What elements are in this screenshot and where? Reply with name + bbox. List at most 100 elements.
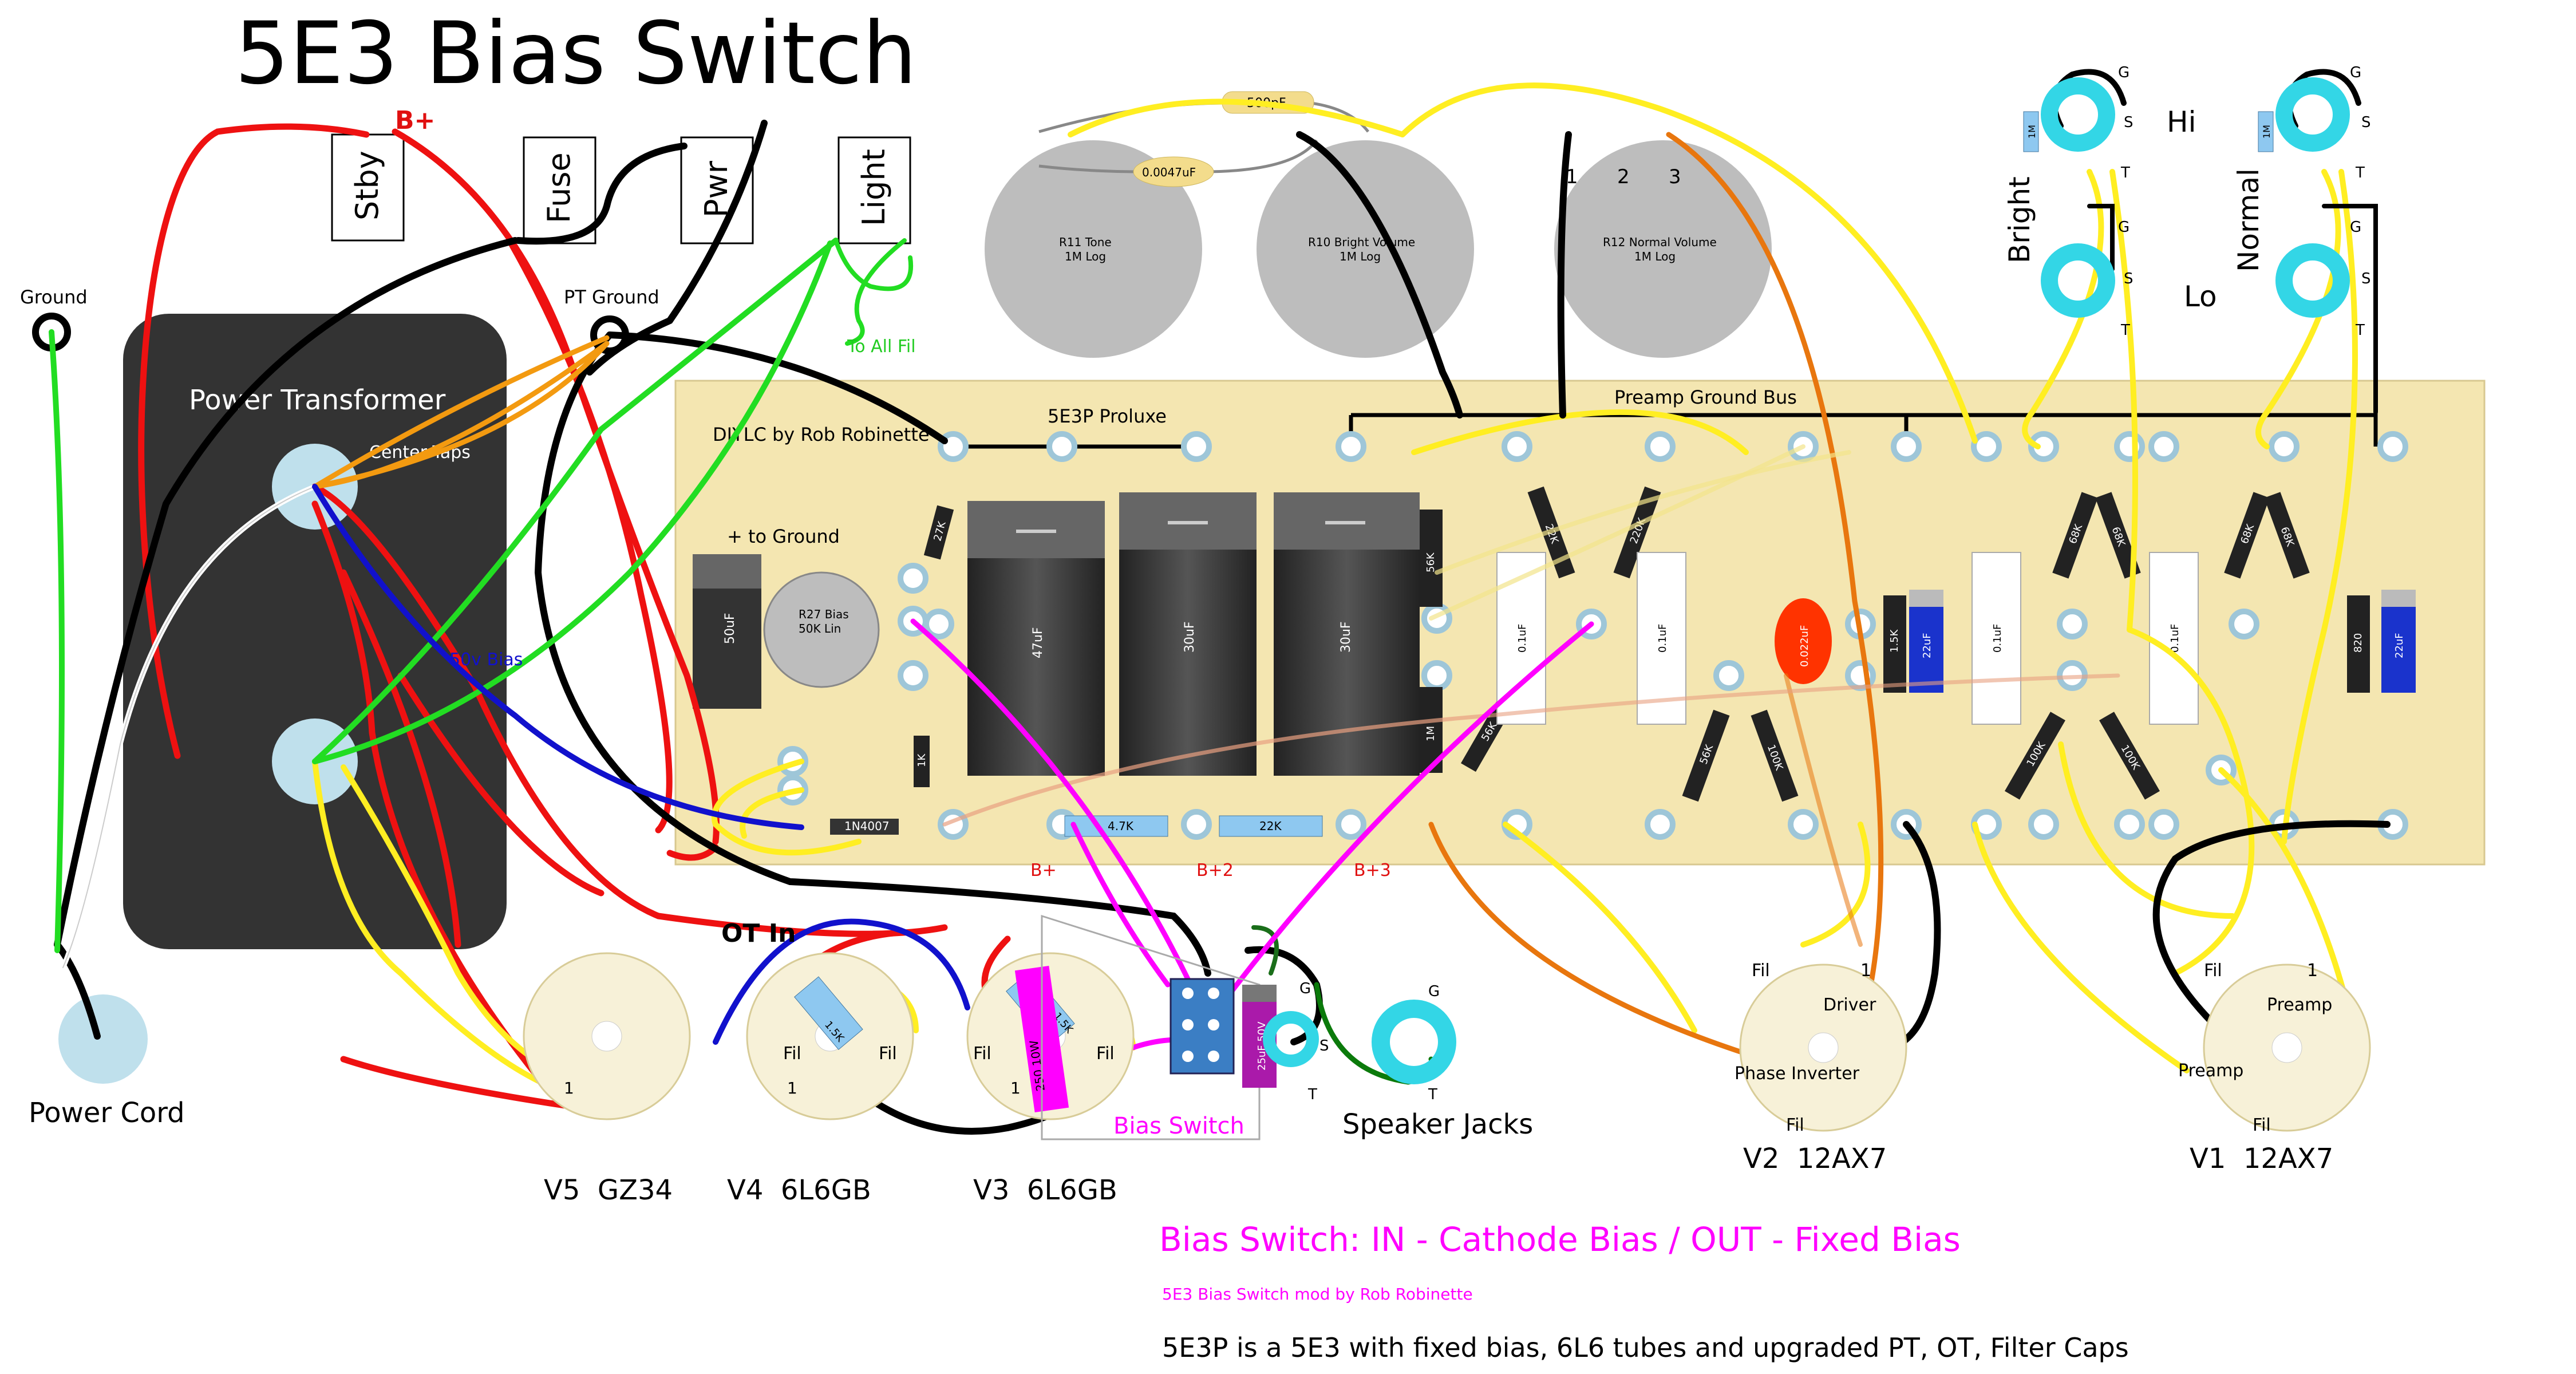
standby-switch[interactable]: Stby — [331, 133, 405, 242]
bias-switch[interactable] — [1041, 914, 1261, 1140]
svg-text:T: T — [2355, 164, 2365, 181]
eyelet — [898, 660, 929, 691]
bias-switch-label: Bias Switch — [1113, 1113, 1244, 1139]
svg-text:0.1uF: 0.1uF — [1992, 624, 2004, 653]
eyelet — [898, 563, 929, 594]
svg-text:1: 1 — [1010, 1079, 1021, 1097]
socket-v2-label: V2 12AX7 — [1743, 1143, 1887, 1175]
eyelet — [1336, 431, 1366, 462]
svg-text:50K Lin: 50K Lin — [799, 622, 841, 635]
lo-label: Lo — [2184, 280, 2217, 313]
svg-text:1M: 1M — [2026, 125, 2037, 139]
svg-text:Fil: Fil — [2253, 1115, 2271, 1135]
svg-text:4.7K: 4.7K — [1108, 819, 1134, 833]
board-credit: DIYLC by Rob Robinette — [713, 424, 930, 445]
svg-text:Driver: Driver — [1823, 995, 1876, 1015]
eyelet — [1891, 431, 1922, 462]
speaker-jack-switched[interactable]: G S T — [1263, 980, 1329, 1103]
svg-text:1: 1 — [787, 1079, 797, 1097]
input-jack-normal-hi[interactable]: 1M G S T — [2258, 64, 2371, 181]
svg-text:0.1uF: 0.1uF — [1516, 624, 1528, 653]
svg-text:1M: 1M — [2261, 125, 2272, 139]
eyelet — [2114, 431, 2145, 462]
filter-cap-30uf-a: 30uF — [1119, 492, 1257, 776]
eyelet — [2114, 809, 2145, 840]
eyelet — [923, 609, 954, 639]
tone-pot: R11 Tone 1M Log — [985, 140, 1202, 358]
speaker-jacks-label: Speaker Jacks — [1342, 1108, 1533, 1140]
svg-text:T: T — [2355, 322, 2365, 339]
svg-text:1.5K: 1.5K — [1888, 629, 1901, 653]
svg-text:S: S — [2361, 270, 2371, 287]
speaker-jack[interactable]: G T — [1372, 983, 1456, 1103]
diode-label: 1N4007 — [844, 819, 890, 833]
svg-text:1M Log: 1M Log — [1340, 250, 1381, 263]
pot-lug-3: 3 — [1669, 165, 1681, 188]
bplus-node-1: B+ — [1030, 860, 1057, 881]
svg-text:0.1uF: 0.1uF — [1657, 624, 1669, 653]
svg-text:Preamp: Preamp — [2267, 995, 2332, 1015]
bright-label: Bright — [2003, 176, 2036, 263]
note-description: 5E3P is a 5E3 with fixed bias, 6L6 tubes… — [1162, 1332, 2129, 1363]
svg-text:T: T — [1307, 1086, 1317, 1103]
svg-text:S: S — [1319, 1037, 1329, 1055]
svg-text:Fil: Fil — [1096, 1044, 1115, 1064]
bplus-node-2: B+2 — [1196, 860, 1234, 881]
svg-text:Light: Light — [856, 149, 892, 226]
svg-text:Preamp: Preamp — [2178, 1061, 2243, 1081]
normal-label: Normal — [2232, 168, 2265, 272]
socket-v4-label: V4 6L6GB — [727, 1174, 871, 1206]
eyelet — [1336, 809, 1366, 840]
bias-wire-label: 50v Bias — [449, 650, 523, 670]
diagram-title: 5E3 Bias Switch — [235, 4, 917, 104]
fuse-holder[interactable]: Fuse — [523, 136, 596, 244]
socket-v2: Fil 1 Driver Phase Inverter — [1735, 961, 1907, 1132]
svg-text:1: 1 — [564, 1079, 574, 1097]
eyelet — [2148, 809, 2179, 840]
svg-text:Fil: Fil — [1752, 961, 1770, 981]
svg-text:S: S — [2124, 114, 2134, 131]
bplus-label: B+ — [395, 106, 435, 135]
pot-lug-2: 2 — [1617, 165, 1630, 188]
to-all-fil-label: To All Fil — [847, 337, 916, 357]
svg-text:Fil: Fil — [973, 1044, 991, 1064]
eyelet — [1645, 809, 1676, 840]
eyelet — [1046, 431, 1077, 462]
note-credit: 5E3 Bias Switch mod by Rob Robinette — [1162, 1285, 1473, 1304]
svg-text:R11 Tone: R11 Tone — [1059, 235, 1112, 249]
svg-text:50uF: 50uF — [723, 613, 737, 644]
svg-text:1: 1 — [1860, 961, 1871, 981]
pt-ground-label: PT Ground — [564, 286, 659, 308]
svg-text:T: T — [2120, 322, 2130, 339]
preamp-ground-bus-label: Preamp Ground Bus — [1614, 386, 1797, 408]
svg-text:22uF: 22uF — [1921, 633, 1933, 658]
svg-text:Pwr: Pwr — [698, 160, 734, 218]
normal-volume-pot: R12 Normal Volume 1M Log — [1554, 140, 1772, 358]
socket-v4: Fil Fil 1 1.5K — [746, 952, 914, 1120]
filter-cap-50uf: 50uF — [693, 554, 761, 709]
svg-text:30uF: 30uF — [1183, 621, 1197, 653]
input-jack-normal-lo[interactable]: G S T — [2275, 219, 2371, 339]
bright-volume-pot: R10 Bright Volume 1M Log — [1257, 140, 1474, 358]
pilot-light: Light — [837, 136, 911, 244]
eyelet — [2229, 609, 2259, 639]
svg-text:1K: 1K — [916, 753, 928, 767]
svg-text:1M Log: 1M Log — [1065, 250, 1106, 263]
filter-cap-47uf: 47uF — [967, 501, 1105, 776]
eyelet — [2269, 431, 2300, 462]
socket-v5-label: V5 GZ34 — [544, 1174, 673, 1206]
svg-text:R12 Normal Volume: R12 Normal Volume — [1603, 235, 1717, 249]
svg-text:R10 Bright Volume: R10 Bright Volume — [1308, 235, 1415, 249]
socket-v1: Fil 1 Preamp Preamp Fil — [2178, 961, 2371, 1135]
eyelet — [2148, 431, 2179, 462]
eyelet — [1713, 660, 1744, 691]
svg-text:G: G — [1299, 980, 1311, 997]
svg-text:1: 1 — [2307, 961, 2318, 981]
svg-text:G: G — [2350, 64, 2361, 81]
input-jack-bright-lo[interactable]: G S T — [2041, 219, 2134, 339]
svg-text:56K: 56K — [1425, 552, 1437, 572]
input-jack-bright-hi[interactable]: 1M G S T — [2023, 64, 2134, 181]
eyelet — [1971, 431, 2002, 462]
eyelet — [2028, 809, 2059, 840]
